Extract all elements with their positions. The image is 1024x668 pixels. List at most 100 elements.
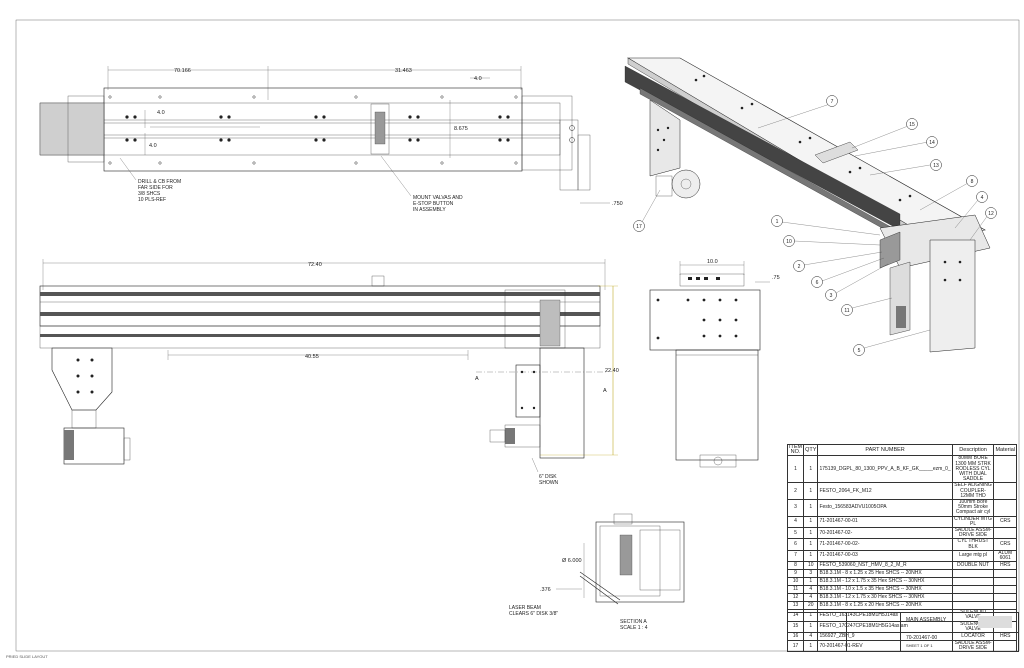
bom-qty: 20 <box>803 601 819 611</box>
bom-part-number: B18.3.1M - 8 x 1.25 x 25 Hex SHCS -- 20N… <box>817 569 953 579</box>
side-view: 10.0 .75 <box>649 259 780 468</box>
company-logo <box>978 616 1012 628</box>
bom-item: 8 <box>786 561 805 571</box>
dim-4055: 40.55 <box>305 354 319 360</box>
bom-description <box>951 585 995 595</box>
title-block-title: MAIN ASSEMBLY <box>906 617 947 623</box>
bom-header-description: Description <box>951 443 995 457</box>
title-block-dwg-no: 70-201467-00 <box>906 635 938 641</box>
iso-saddle <box>929 239 976 353</box>
bill-of-materials: ITEM NO. QTY PART NUMBER Description Mat… <box>786 443 1017 653</box>
bom-qty: 1 <box>803 455 819 484</box>
balloon-17: 17 <box>636 224 642 230</box>
bom-description <box>951 577 995 587</box>
dim-75: .75 <box>772 275 780 281</box>
bom-part-number: FESTO_539060_NST_HMV_8_2_M_R <box>817 561 953 571</box>
bom-material: CRS <box>993 538 1017 551</box>
dim-4-a: 4.0 <box>157 110 165 116</box>
bom-qty: 1 <box>803 538 819 551</box>
bom-part-number: 175139_DGPL_80_1300_PPV_A_B_KF_GK_____ez… <box>817 455 953 484</box>
bom-material <box>993 593 1017 603</box>
bom-item: 13 <box>786 601 805 611</box>
bom-part-number: FESTO_2064_FK_M12 <box>817 482 953 501</box>
bom-item: 12 <box>786 593 805 603</box>
bom-qty: 3 <box>803 569 819 579</box>
title-block-sheet: SHEET 1 OF 1 <box>906 643 933 648</box>
bom-description: Large mtg pl <box>951 549 995 563</box>
bom-description: 80MM BORE 1300 MM STRK RODLESS CYL WITH … <box>951 455 995 484</box>
dim-31463: 31.463 <box>395 68 412 74</box>
balloon-15: 15 <box>909 122 915 128</box>
bom-qty: 1 <box>803 549 819 563</box>
bom-description: SADDLE ASSM-DRIVE SIDE <box>951 527 995 540</box>
bom-material <box>993 527 1017 540</box>
bom-material <box>993 482 1017 501</box>
bom-item: 6 <box>786 538 805 551</box>
bom-header-row: ITEM NO. QTY PART NUMBER Description Mat… <box>786 443 1017 457</box>
top-view: 70.166 31.463 4.0 4.0 4.0 8.675 .750 DRI… <box>39 66 623 213</box>
bom-item: 7 <box>786 549 805 563</box>
balloon-13: 13 <box>933 163 939 169</box>
dim-70166: 70.166 <box>174 68 191 74</box>
bom-material <box>993 585 1017 595</box>
bom-item: 10 <box>786 577 805 587</box>
balloon-1: 1 <box>776 219 779 225</box>
dim-8675: 8.675 <box>454 126 468 132</box>
bom-part-number: B18.3.1M - 8 x 1.25 x 20 Hex SHCS -- 20N… <box>817 601 953 611</box>
balloon-8: 8 <box>971 179 974 185</box>
bom-description: SELF ALIGNING COUPLER-12MM THD <box>951 482 995 501</box>
dim-750: .750 <box>612 201 623 207</box>
bom-material <box>993 455 1017 484</box>
note-drill: DRILL & CB FROM FAR SIDE FOR 3/8 SHCS 10… <box>138 179 183 203</box>
title-block: MAIN ASSEMBLY 70-201467-00 SHEET 1 OF 1 <box>787 612 1019 652</box>
balloon-6: 6 <box>816 280 819 286</box>
bom-qty: 4 <box>803 585 819 595</box>
bom-material <box>993 499 1017 517</box>
bom-part-number: B18.3.1M - 12 x 1.75 x 35 Hex SHCS -- 30… <box>817 577 953 587</box>
bom-description <box>951 569 995 579</box>
dim-4-top: 4.0 <box>474 76 482 82</box>
bom-item: 3 <box>786 499 805 517</box>
bom-header-item: ITEM NO. <box>786 443 805 457</box>
dim-2240: 22.40 <box>605 368 619 374</box>
bom-qty: 4 <box>803 593 819 603</box>
balloon-7: 7 <box>831 99 834 105</box>
bom-part-number: B18.3.1M - 12 x 1.75 x 30 Hex SHCS -- 30… <box>817 593 953 603</box>
dim-376: .376 <box>540 587 551 593</box>
bom-part-number: Festo_156583ADVU1005OPA <box>817 499 953 517</box>
dim-4-b: 4.0 <box>149 143 157 149</box>
balloon-14: 14 <box>929 140 935 146</box>
note-mount-valves: MOUNT VALVAS AND E-STOP BUTTON IN ASSEMB… <box>413 195 464 213</box>
bom-material <box>993 577 1017 587</box>
dim-7240: 72.40 <box>308 262 322 268</box>
bom-part-number: 71-201467-00-02- <box>817 538 953 551</box>
bom-description: 100mm Bore 50mm Stroke Compact air cyl <box>951 499 995 517</box>
bom-item: 11 <box>786 585 805 595</box>
section-letter-left: A <box>475 376 479 382</box>
bom-qty: 1 <box>803 640 819 653</box>
bom-description: SADDLE ASSM-DRIVE SIDE <box>951 640 995 653</box>
bom-description: CYL THRUST BLK <box>951 538 995 551</box>
bom-material <box>993 601 1017 611</box>
section-letter-right: A <box>603 388 607 394</box>
bom-part-number: B18.3.1M - 10 x 1.5 x 35 Hex SHCS -- 30N… <box>817 585 953 595</box>
bom-description: DOUBLE NUT <box>951 561 995 571</box>
balloon-2: 2 <box>798 264 801 270</box>
bom-material: ALUM 6061 <box>993 549 1017 563</box>
bom-material: HRS <box>993 561 1017 571</box>
bom-item: 2 <box>786 482 805 501</box>
bom-material <box>993 569 1017 579</box>
section-a-view: Ø 6.000 .376 LASER BEAM CLEARS 6" DISK 3… <box>509 513 685 631</box>
dim-dia-6000: Ø 6.000 <box>562 558 582 564</box>
balloon-4: 4 <box>981 195 984 201</box>
bom-part-number: 71-201467-00-01 <box>817 515 953 529</box>
